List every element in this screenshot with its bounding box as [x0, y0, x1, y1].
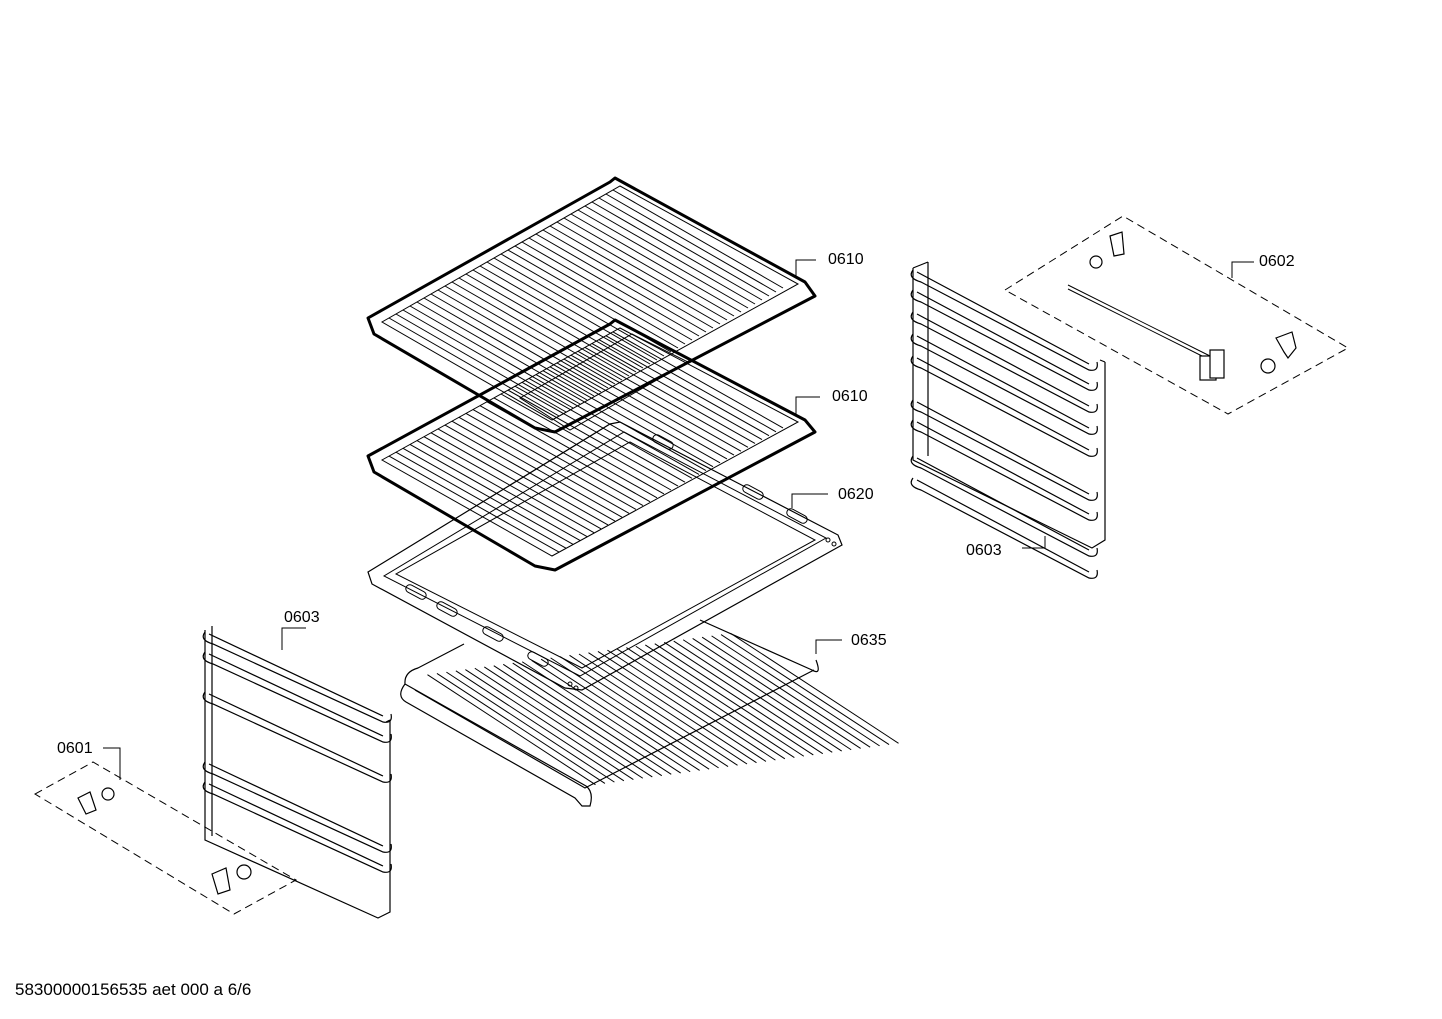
mounting-kit-left[interactable]: [33, 761, 298, 915]
label-rack-upper: 0610: [828, 251, 864, 268]
leader-lines: [103, 259, 1254, 780]
wire-rack-upper[interactable]: [366, 176, 817, 434]
label-rack-lower: 0610: [832, 388, 868, 405]
wire-rack-lower[interactable]: [366, 318, 817, 572]
baking-tray[interactable]: [367, 421, 843, 691]
label-tray: 0620: [838, 486, 874, 503]
label-rail-left: 0603: [284, 609, 320, 626]
side-rail-left[interactable]: [202, 626, 392, 919]
bottom-grid[interactable]: [400, 619, 899, 807]
mounting-kit-right[interactable]: [1004, 215, 1350, 415]
label-rail-right: 0603: [966, 542, 1002, 559]
label-kit-left: 0601: [57, 740, 93, 757]
drawing-reference: 58300000156535 aet 000 a 6/6: [15, 980, 252, 999]
label-bottom-grid: 0635: [851, 632, 887, 649]
side-rail-right[interactable]: [910, 261, 1106, 579]
label-kit-right: 0602: [1259, 253, 1295, 270]
